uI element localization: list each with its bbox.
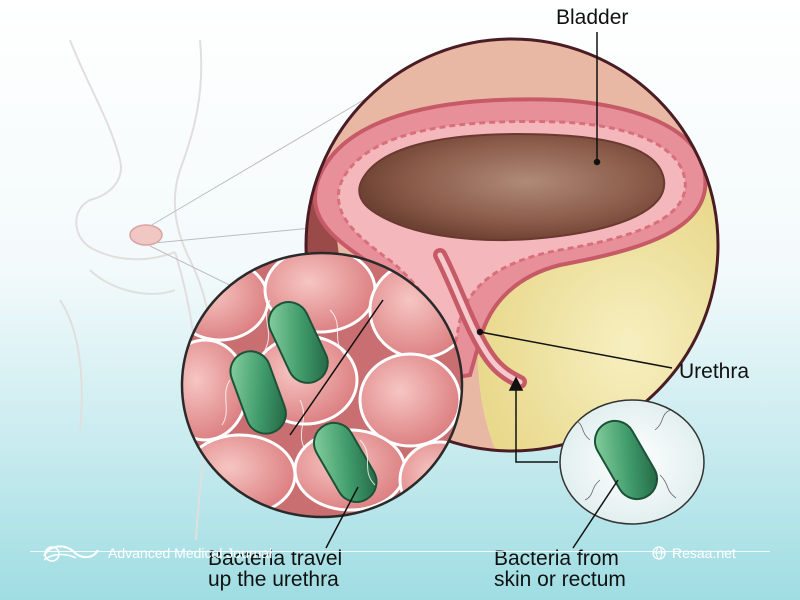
- silhouette-bladder-mark: [129, 224, 163, 246]
- watermark-divider: [30, 551, 770, 552]
- single-bacterium: [594, 419, 658, 501]
- bacteria-source-line2: skin or rectum: [494, 568, 626, 591]
- leader-lines: [289, 32, 673, 549]
- site-name: Resaa.net: [672, 545, 736, 562]
- bacteria-cluster: [229, 301, 378, 503]
- urethra-label: Urethra: [679, 360, 750, 383]
- bacteria-source-line1: Bacteria from: [494, 547, 619, 570]
- watermark-journal: Advanced Medical Journal: [40, 541, 272, 563]
- bacteria-in-urethra-view: [180, 251, 464, 519]
- bacteria-source-label: Bacteria from skin or rectum: [494, 548, 626, 590]
- bladder-label: Bladder: [556, 6, 629, 29]
- globe-icon: [652, 546, 666, 560]
- bacteria-travel-line2: up the urethra: [208, 568, 339, 591]
- journal-logo-icon: [43, 545, 99, 563]
- bacteria-travel-line1: Bacteria travel: [208, 547, 343, 570]
- journal-name: Advanced Medical Journal: [108, 545, 273, 562]
- bladder-interior: [358, 133, 666, 242]
- watermark-site: Resaa.net: [652, 541, 736, 563]
- bacteria-travel-label: Bacteria travel up the urethra: [208, 548, 342, 590]
- body-silhouette: [59, 39, 214, 541]
- bacteria-source-view: [559, 399, 705, 525]
